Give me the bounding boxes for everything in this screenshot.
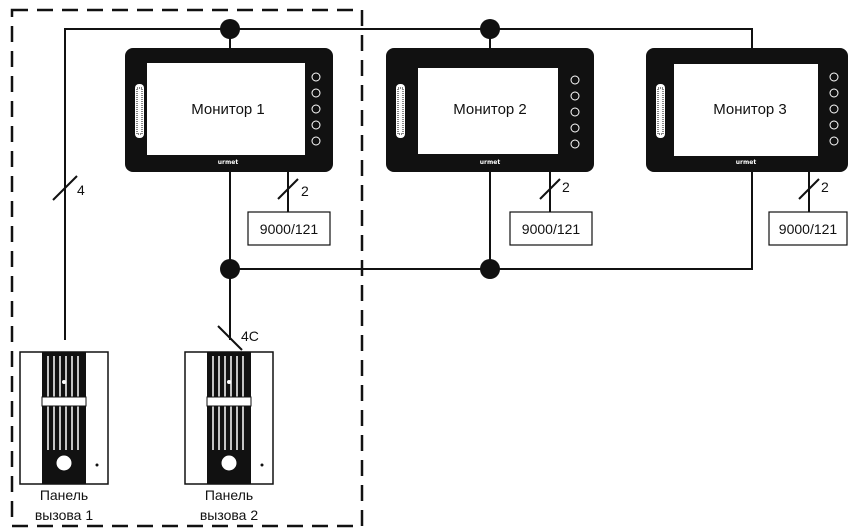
name-plate	[206, 396, 252, 407]
lower-bus	[220, 170, 753, 340]
junction-dot	[220, 19, 240, 39]
monitor-screen	[418, 68, 558, 154]
power-unit-label: 9000/121	[779, 221, 838, 237]
power-unit-label: 9000/121	[522, 221, 581, 237]
monitor-screen	[674, 64, 818, 156]
monitor-buttons	[570, 75, 580, 149]
junction-dot	[480, 259, 500, 279]
monitor-label: Монитор 2	[453, 101, 527, 118]
door-panel-1: Панель вызова 1	[19, 351, 109, 523]
brand-logo: urmet	[736, 159, 757, 166]
junction-dot	[480, 19, 500, 39]
power-unit-label: 9000/121	[260, 221, 319, 237]
wire-count-label: 4	[77, 182, 85, 198]
monitor-label: Монитор 1	[191, 101, 265, 118]
brand-logo: urmet	[480, 159, 501, 166]
camera-lens	[227, 380, 231, 384]
door-panel-2: Панель вызова 2	[184, 351, 274, 523]
wire-count-label: 2	[562, 179, 570, 195]
monitor-2: Монитор 2 urmet	[386, 48, 594, 172]
speaker-grille	[656, 84, 665, 138]
speaker-grille	[396, 84, 405, 138]
panel-label-line1: Панель	[205, 487, 253, 503]
wire-count-label: 2	[301, 183, 309, 199]
panel-label-line2: вызова 2	[200, 507, 259, 523]
brand-logo: urmet	[218, 159, 239, 166]
power-unit-box	[247, 211, 331, 246]
call-button	[220, 454, 238, 472]
monitor-label: Монитор 3	[713, 101, 787, 118]
panel-zone-boundary	[10, 8, 364, 528]
top-bus	[64, 19, 753, 340]
power-unit-box	[768, 211, 848, 246]
panel-2-wire-mark: 4C	[217, 325, 259, 351]
camera-lens	[62, 380, 66, 384]
monitor-buttons	[311, 72, 321, 146]
power-branch-2: 2 9000/121	[509, 172, 593, 246]
panel-label-line2: вызова 1	[35, 507, 94, 523]
wire-count-label: 2	[821, 179, 829, 195]
wire-count-label: 4C	[241, 328, 259, 344]
monitor-screen	[147, 63, 305, 155]
junction-dot	[220, 259, 240, 279]
name-plate	[41, 396, 87, 407]
power-unit-box	[509, 211, 593, 246]
panel-1-wire-mark: 4	[52, 175, 85, 201]
monitor-1: Монитор 1 urmet	[125, 48, 333, 172]
power-branch-1: 2 9000/121	[247, 172, 331, 246]
call-button	[55, 454, 73, 472]
speaker-grille	[135, 84, 144, 138]
panel-label-line1: Панель	[40, 487, 88, 503]
power-branch-3: 2 9000/121	[768, 172, 848, 246]
monitor-3: Монитор 3 urmet	[646, 48, 848, 172]
monitor-buttons	[829, 72, 839, 146]
